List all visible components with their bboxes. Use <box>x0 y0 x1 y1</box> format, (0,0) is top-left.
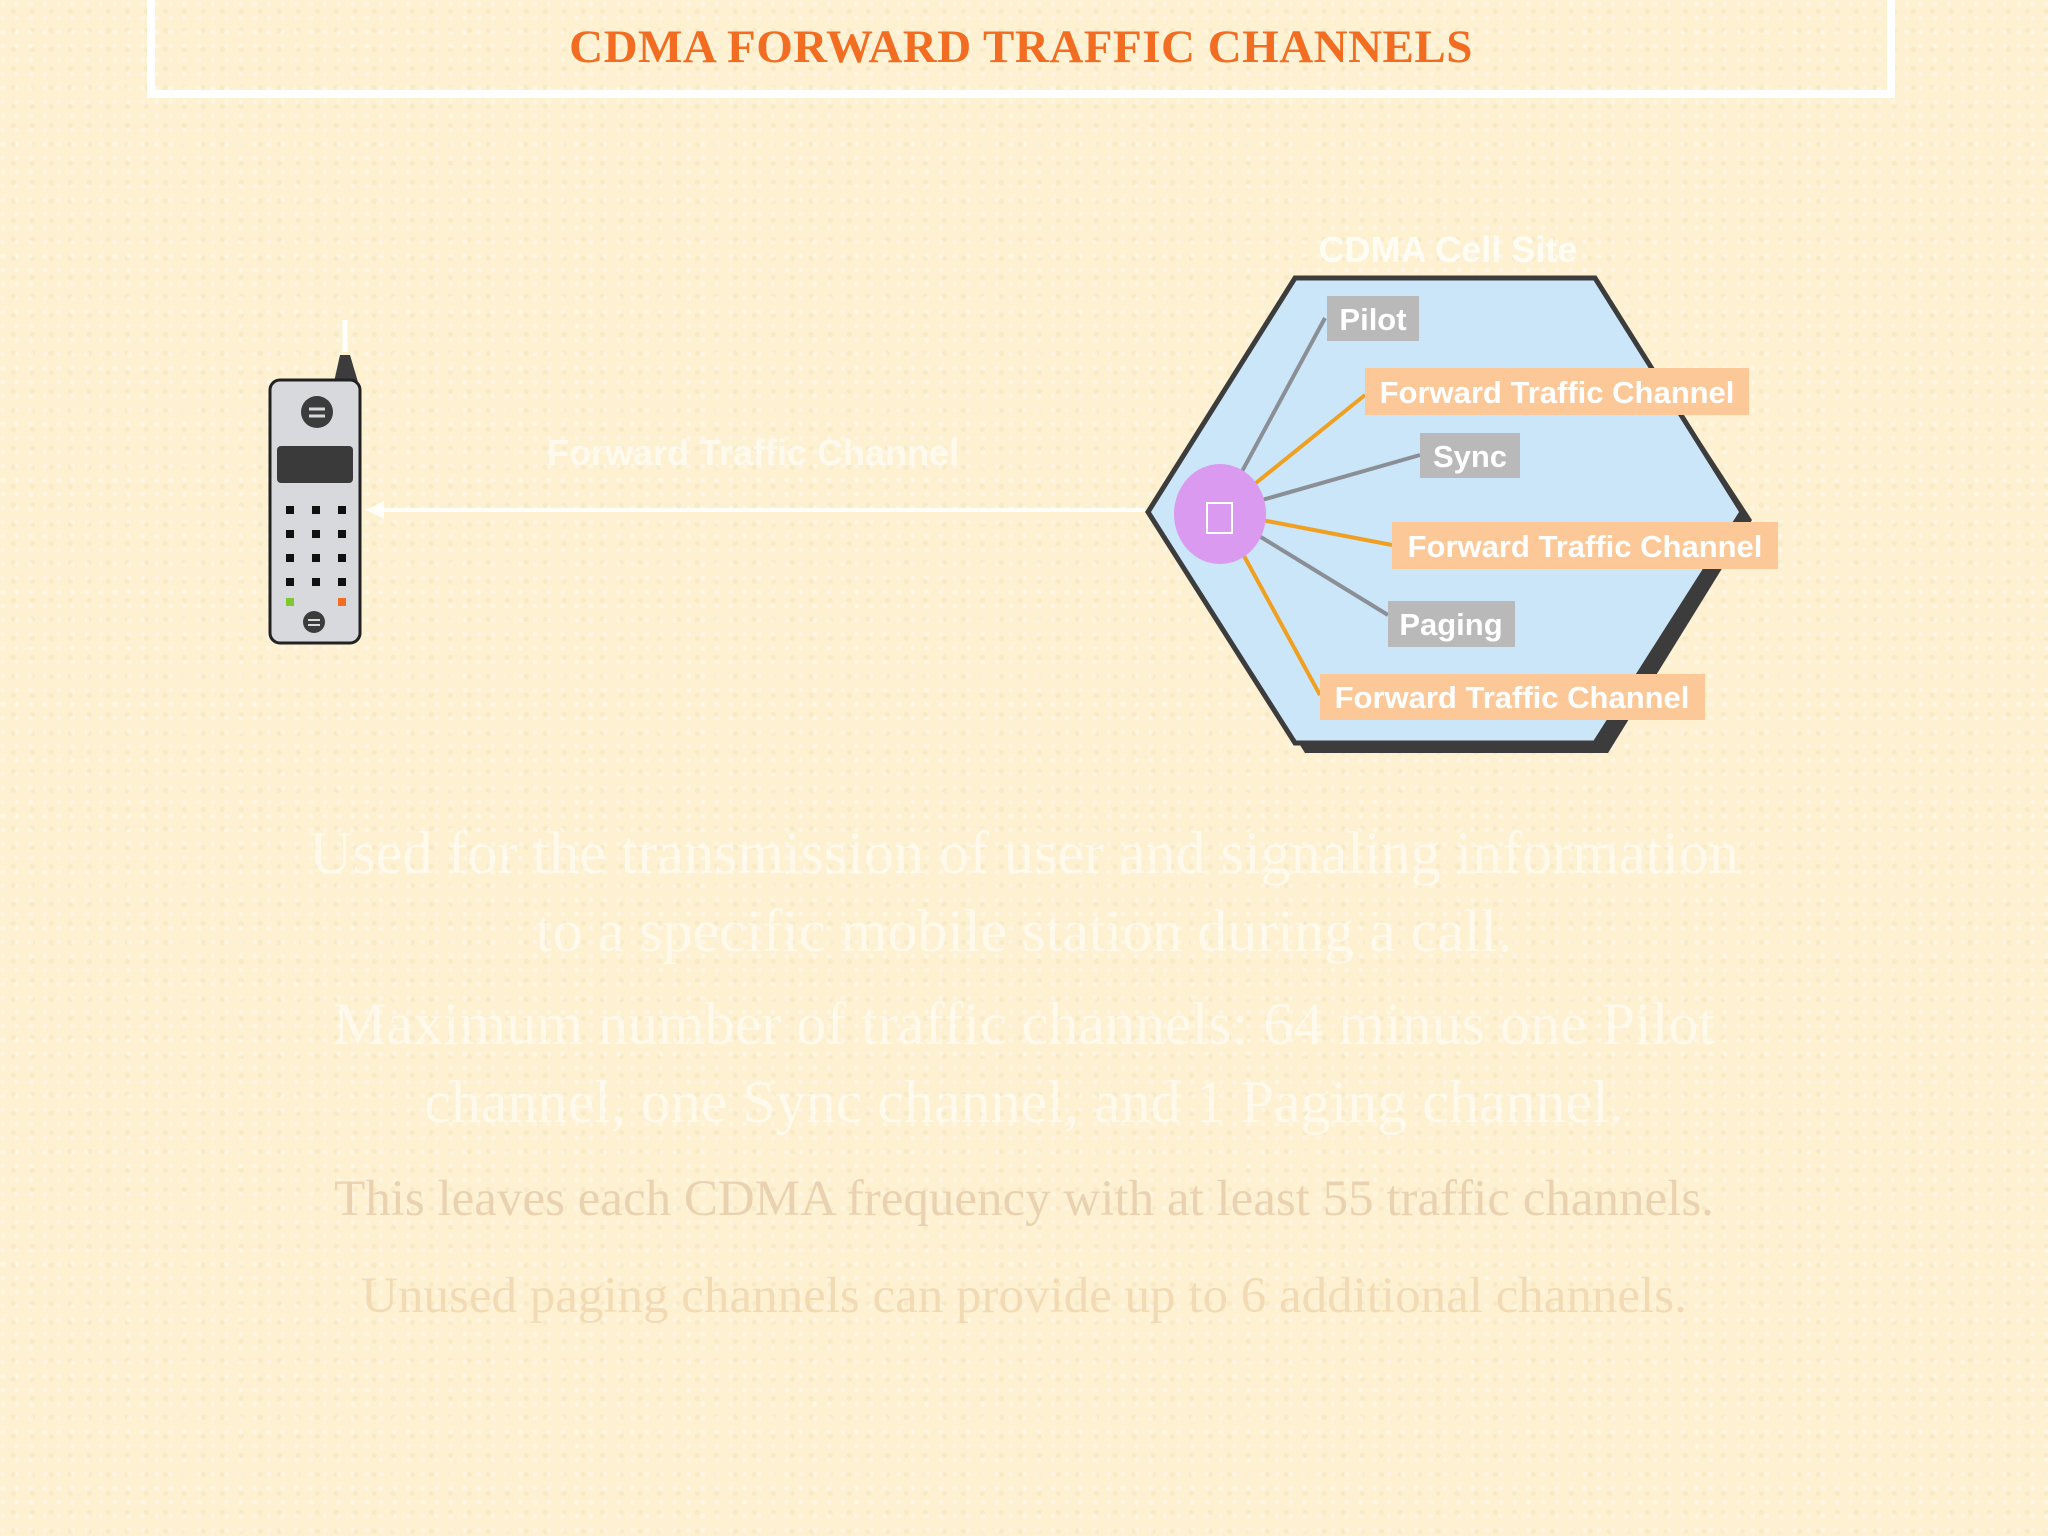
channel-traffic-1: Forward Traffic Channel <box>1365 368 1749 415</box>
mobile-phone-icon <box>268 320 362 645</box>
cdma-diagram: CDMA Cell Site Pilot Forward Traffic Cha… <box>268 229 1778 753</box>
channel-traffic-3-label: Forward Traffic Channel <box>1335 680 1690 715</box>
channel-paging: Paging <box>1388 601 1515 647</box>
description-line-4: channel, one Sync channel, and 1 Paging … <box>424 1069 1624 1135</box>
slide-title: CDMA FORWARD TRAFFIC CHANNELS <box>569 21 1473 73</box>
title-box: CDMA FORWARD TRAFFIC CHANNELS <box>147 0 1895 98</box>
description-line-1: Used for the transmission of user and si… <box>309 820 1739 886</box>
channel-traffic-2: Forward Traffic Channel <box>1392 522 1778 569</box>
description-line-2: to a specific mobile station during a ca… <box>535 898 1513 964</box>
channel-traffic-1-label: Forward Traffic Channel <box>1380 375 1735 410</box>
description-paragraph-2: Maximum number of traffic channels: 64 m… <box>0 985 2048 1141</box>
channel-sync: Sync <box>1420 433 1520 478</box>
channel-traffic-3: Forward Traffic Channel <box>1320 674 1705 720</box>
channel-pilot: Pilot <box>1327 296 1419 341</box>
description-line-3: Maximum number of traffic channels: 64 m… <box>333 991 1715 1057</box>
base-station-node-icon <box>1174 464 1266 564</box>
forward-link-arrowhead <box>366 501 384 519</box>
channel-paging-label: Paging <box>1399 607 1502 642</box>
description-line-5: This leaves each CDMA frequency with at … <box>334 1171 1714 1227</box>
description-paragraph-1: Used for the transmission of user and si… <box>0 814 2048 970</box>
channel-pilot-label: Pilot <box>1339 302 1406 337</box>
forward-link-label: Forward Traffic Channel <box>547 432 959 473</box>
channel-traffic-2-label: Forward Traffic Channel <box>1408 529 1763 564</box>
description-line-6: Unused paging channels can provide up to… <box>361 1268 1687 1324</box>
channel-sync-label: Sync <box>1433 439 1507 474</box>
cell-site-label: CDMA Cell Site <box>1319 229 1578 270</box>
